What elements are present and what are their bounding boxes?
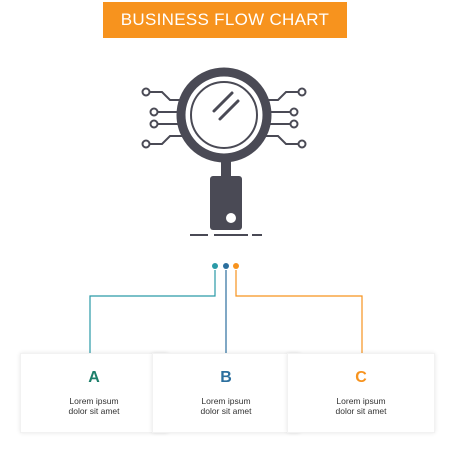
lens-glare-1	[212, 91, 234, 113]
step-letter-b: B	[220, 369, 232, 386]
title-banner: BUSINESS FLOW CHART	[103, 2, 347, 38]
circuit-node-left-2	[149, 107, 159, 117]
step-card-b: B Lorem ipsum dolor sit amet	[152, 353, 300, 433]
step-text-b: Lorem ipsum dolor sit amet	[152, 396, 300, 416]
circuit-node-left-3	[149, 119, 159, 129]
step-a-line1: Lorem ipsum	[69, 396, 119, 406]
step-b-line1: Lorem ipsum	[201, 396, 251, 406]
lens-inner-ring	[190, 81, 258, 149]
step-a-line2: dolor sit amet	[68, 406, 120, 416]
circuit-lines-right	[264, 91, 298, 145]
lens-ring	[176, 67, 272, 163]
circuit-lines-left	[150, 91, 184, 145]
circuit-node-right-1	[297, 87, 307, 97]
step-b-line2: dolor sit amet	[200, 406, 252, 416]
circuit-node-right-4	[297, 139, 307, 149]
circuit-node-right-3	[289, 119, 299, 129]
handle-button	[224, 211, 238, 225]
step-c-line2: dolor sit amet	[335, 406, 387, 416]
handle-neck	[221, 160, 231, 176]
step-text-c: Lorem ipsum dolor sit amet	[287, 396, 435, 416]
step-card-a: A Lorem ipsum dolor sit amet	[20, 353, 168, 433]
circuit-node-right-2	[289, 107, 299, 117]
circuit-node-left-1	[141, 87, 151, 97]
step-letter-c: C	[355, 369, 367, 386]
step-letter-a: A	[88, 369, 100, 386]
step-card-c: C Lorem ipsum dolor sit amet	[287, 353, 435, 433]
step-text-a: Lorem ipsum dolor sit amet	[20, 396, 168, 416]
lens-glare-2	[218, 99, 240, 121]
circuit-node-left-4	[141, 139, 151, 149]
step-c-line1: Lorem ipsum	[336, 396, 386, 406]
page-title: BUSINESS FLOW CHART	[120, 10, 330, 29]
